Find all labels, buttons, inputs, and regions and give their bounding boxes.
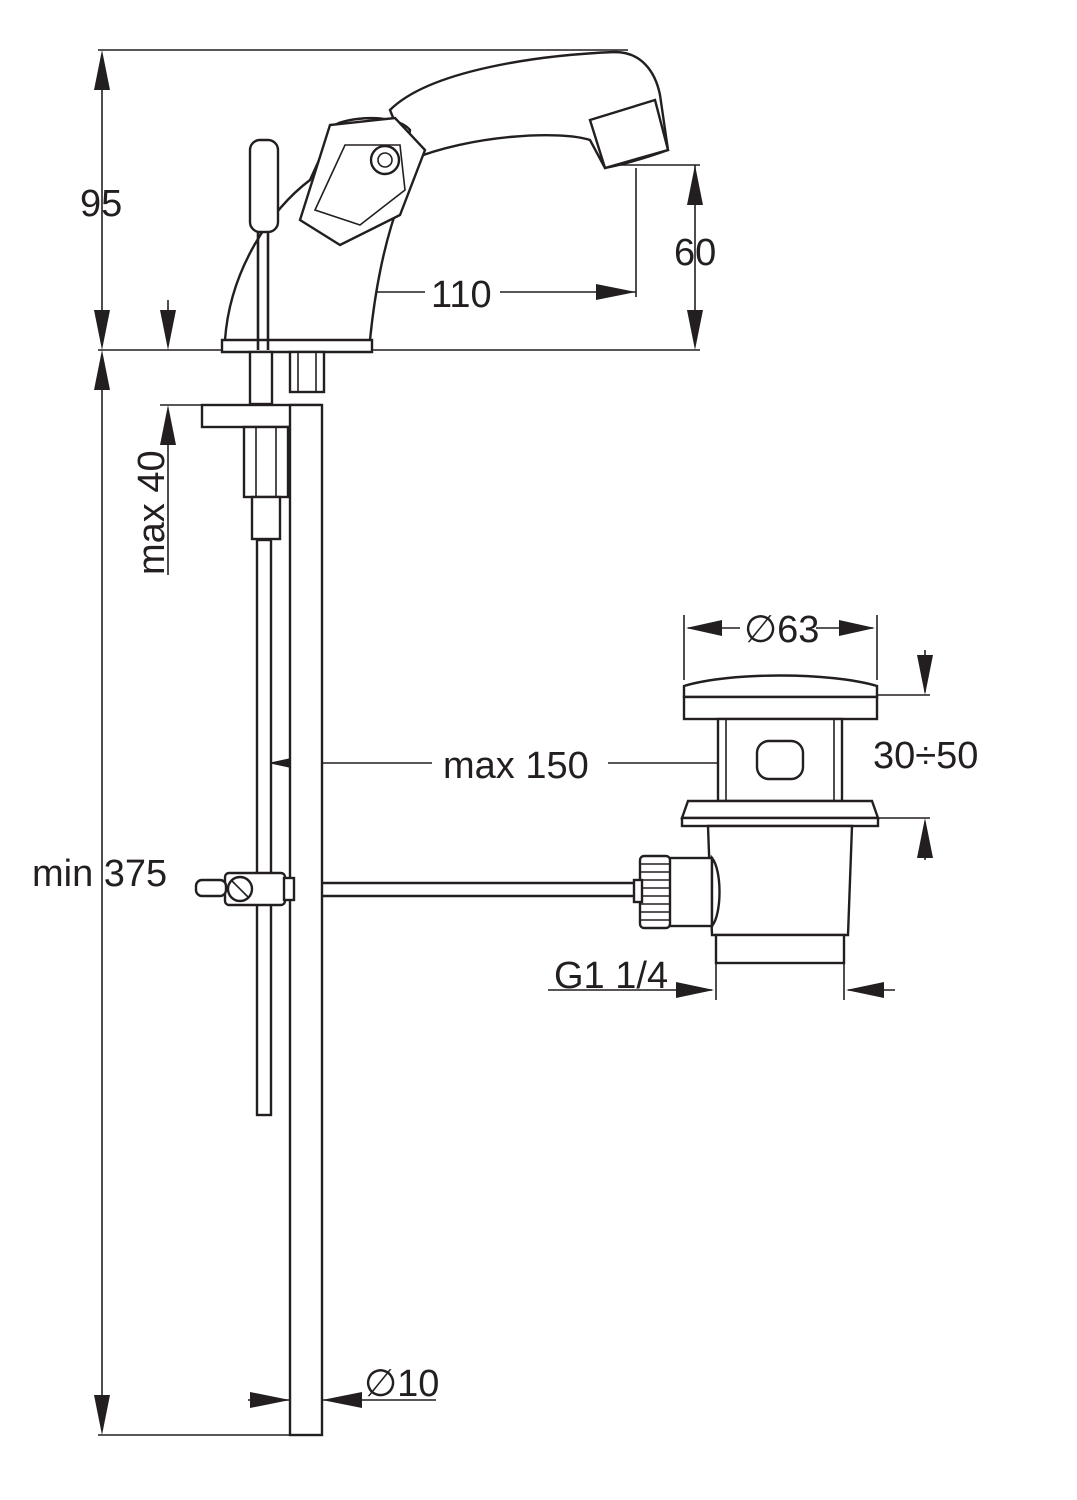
dimension-max-distance: max 150 <box>443 745 589 787</box>
dimension-drain-range: 30÷50 <box>873 735 978 777</box>
dimension-thread: G1 1/4 <box>554 955 668 997</box>
dimension-max-thickness: max 40 <box>131 450 173 575</box>
faucet-body <box>220 50 670 354</box>
dimension-drain-diameter: ∅63 <box>744 609 819 651</box>
mounting-assembly <box>194 350 640 1437</box>
dimension-min-length: min 375 <box>32 853 167 895</box>
dimension-rod-diameter: ∅10 <box>364 1363 439 1405</box>
dimension-labels: 95 60 110 max 40 min 375 max 150 ∅63 30÷… <box>32 183 978 1405</box>
dimension-spout-reach: 110 <box>431 274 492 316</box>
dimension-overall-height: 95 <box>80 183 122 225</box>
drain-assembly <box>632 674 880 965</box>
dimension-outlet-height: 60 <box>674 232 716 274</box>
